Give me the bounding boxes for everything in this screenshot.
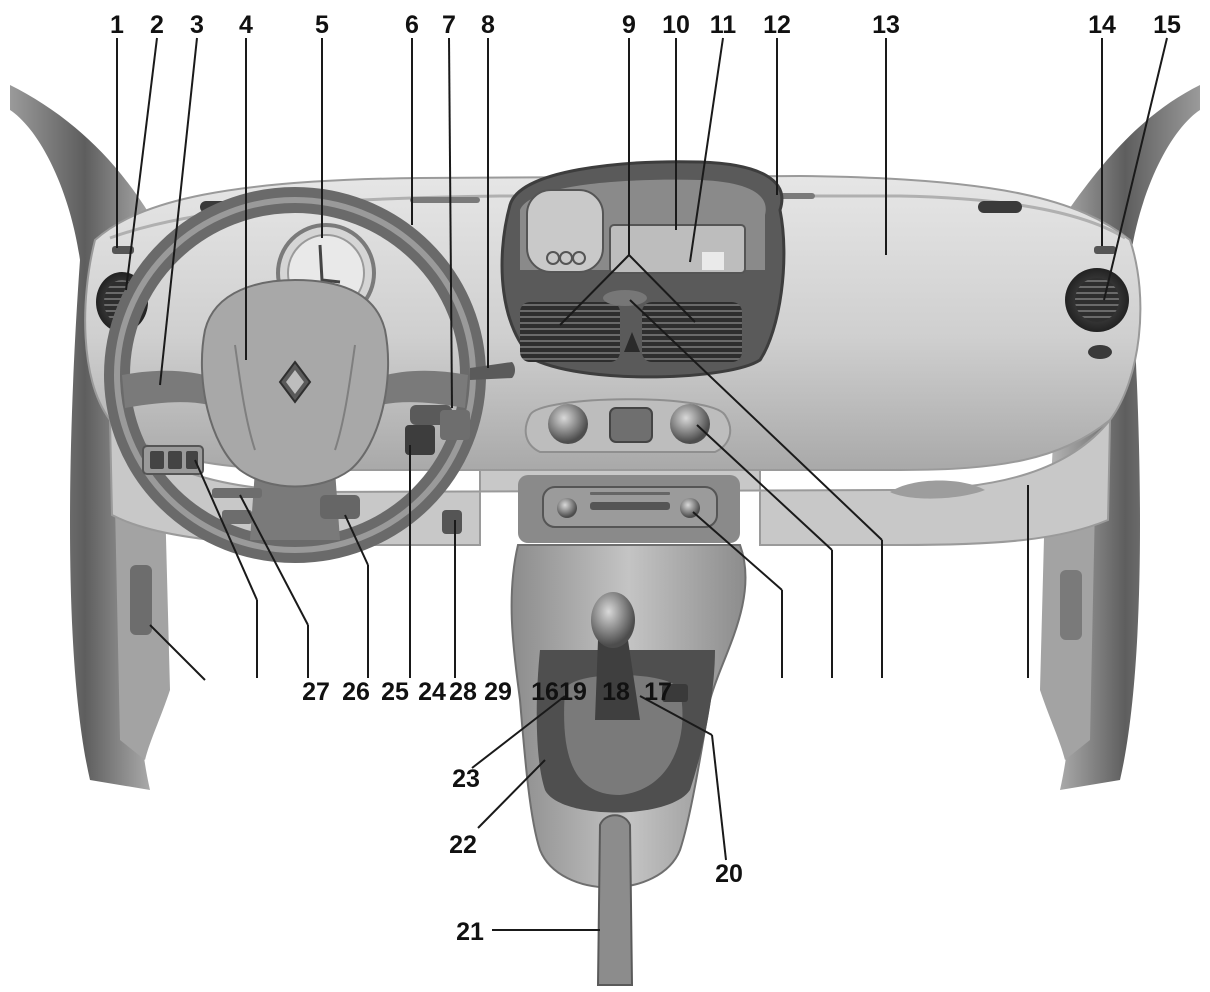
callout-9: 9 bbox=[622, 11, 636, 39]
callout-12: 12 bbox=[763, 11, 791, 39]
leader-lines bbox=[116, 37, 1168, 931]
callout-14: 14 bbox=[1088, 11, 1116, 39]
callout-24: 24 bbox=[418, 678, 446, 706]
callout-8: 8 bbox=[481, 11, 495, 39]
callout-10: 10 bbox=[662, 11, 690, 39]
callout-6: 6 bbox=[405, 11, 419, 39]
callout-7: 7 bbox=[442, 11, 456, 39]
callout-22: 22 bbox=[449, 831, 477, 859]
callout-28: 28 bbox=[449, 678, 477, 706]
callout-27: 27 bbox=[302, 678, 330, 706]
renault-diamond-icon bbox=[278, 360, 312, 404]
callout-16: 16 bbox=[531, 678, 559, 706]
callout-26: 26 bbox=[342, 678, 370, 706]
callout-13: 13 bbox=[872, 11, 900, 39]
callout-11: 11 bbox=[710, 11, 737, 39]
radio-unit bbox=[518, 475, 740, 543]
callout-21: 21 bbox=[456, 918, 484, 946]
callout-15: 15 bbox=[1153, 11, 1181, 39]
right-air-vent bbox=[1065, 268, 1129, 332]
callout-20: 20 bbox=[715, 860, 743, 888]
callout-1: 1 bbox=[110, 11, 124, 39]
callout-25: 25 bbox=[381, 678, 409, 706]
callout-29: 29 bbox=[484, 678, 512, 706]
callout-5: 5 bbox=[315, 11, 329, 39]
left-switch-panel bbox=[142, 445, 462, 534]
callout-18: 18 bbox=[602, 678, 630, 706]
callout-4: 4 bbox=[239, 11, 253, 39]
callout-2: 2 bbox=[150, 11, 164, 39]
callout-23: 23 bbox=[452, 765, 480, 793]
steering-wheel bbox=[104, 187, 515, 563]
callout-numbers: 1 2 3 4 5 6 7 8 9 10 11 12 13 14 15 27 2… bbox=[110, 11, 1181, 946]
callout-3: 3 bbox=[190, 11, 204, 39]
callout-19: 19 bbox=[559, 678, 587, 706]
heating-controls bbox=[524, 398, 732, 453]
centre-console bbox=[510, 544, 747, 986]
callout-17: 17 bbox=[644, 678, 672, 706]
